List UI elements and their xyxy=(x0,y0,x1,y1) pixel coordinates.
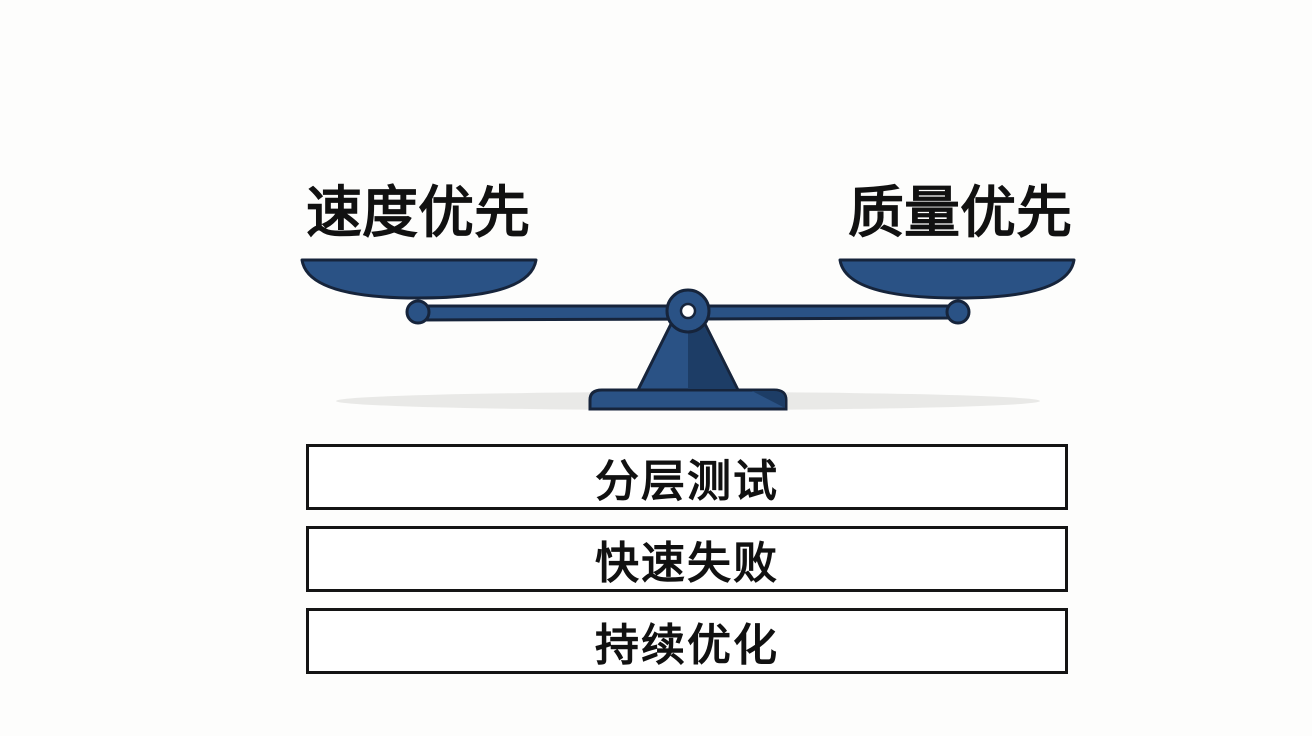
scale-base-shade xyxy=(752,391,785,408)
beam-right-knob xyxy=(945,299,971,325)
scale-base xyxy=(588,388,788,411)
scale-right-pan xyxy=(838,258,1076,300)
strategy-label: 快速失败 xyxy=(595,538,779,589)
strategy-box-fail-fast: 快速失败 xyxy=(306,526,1068,592)
scale-left-pan xyxy=(300,258,538,300)
scale-stand-shade xyxy=(688,320,736,389)
beam-left-knob xyxy=(405,299,431,325)
strategy-label: 分层测试 xyxy=(595,456,779,507)
strategy-box-continuous-optimization: 持续优化 xyxy=(306,608,1068,674)
strategy-box-layered-testing: 分层测试 xyxy=(306,444,1068,510)
balance-scale-icon xyxy=(300,258,1076,411)
strategy-label: 持续优化 xyxy=(595,620,779,671)
scale-pivot-hole xyxy=(679,302,697,320)
quality-priority-label: 质量优先 xyxy=(848,181,1072,246)
speed-priority-label: 速度优先 xyxy=(306,181,530,246)
